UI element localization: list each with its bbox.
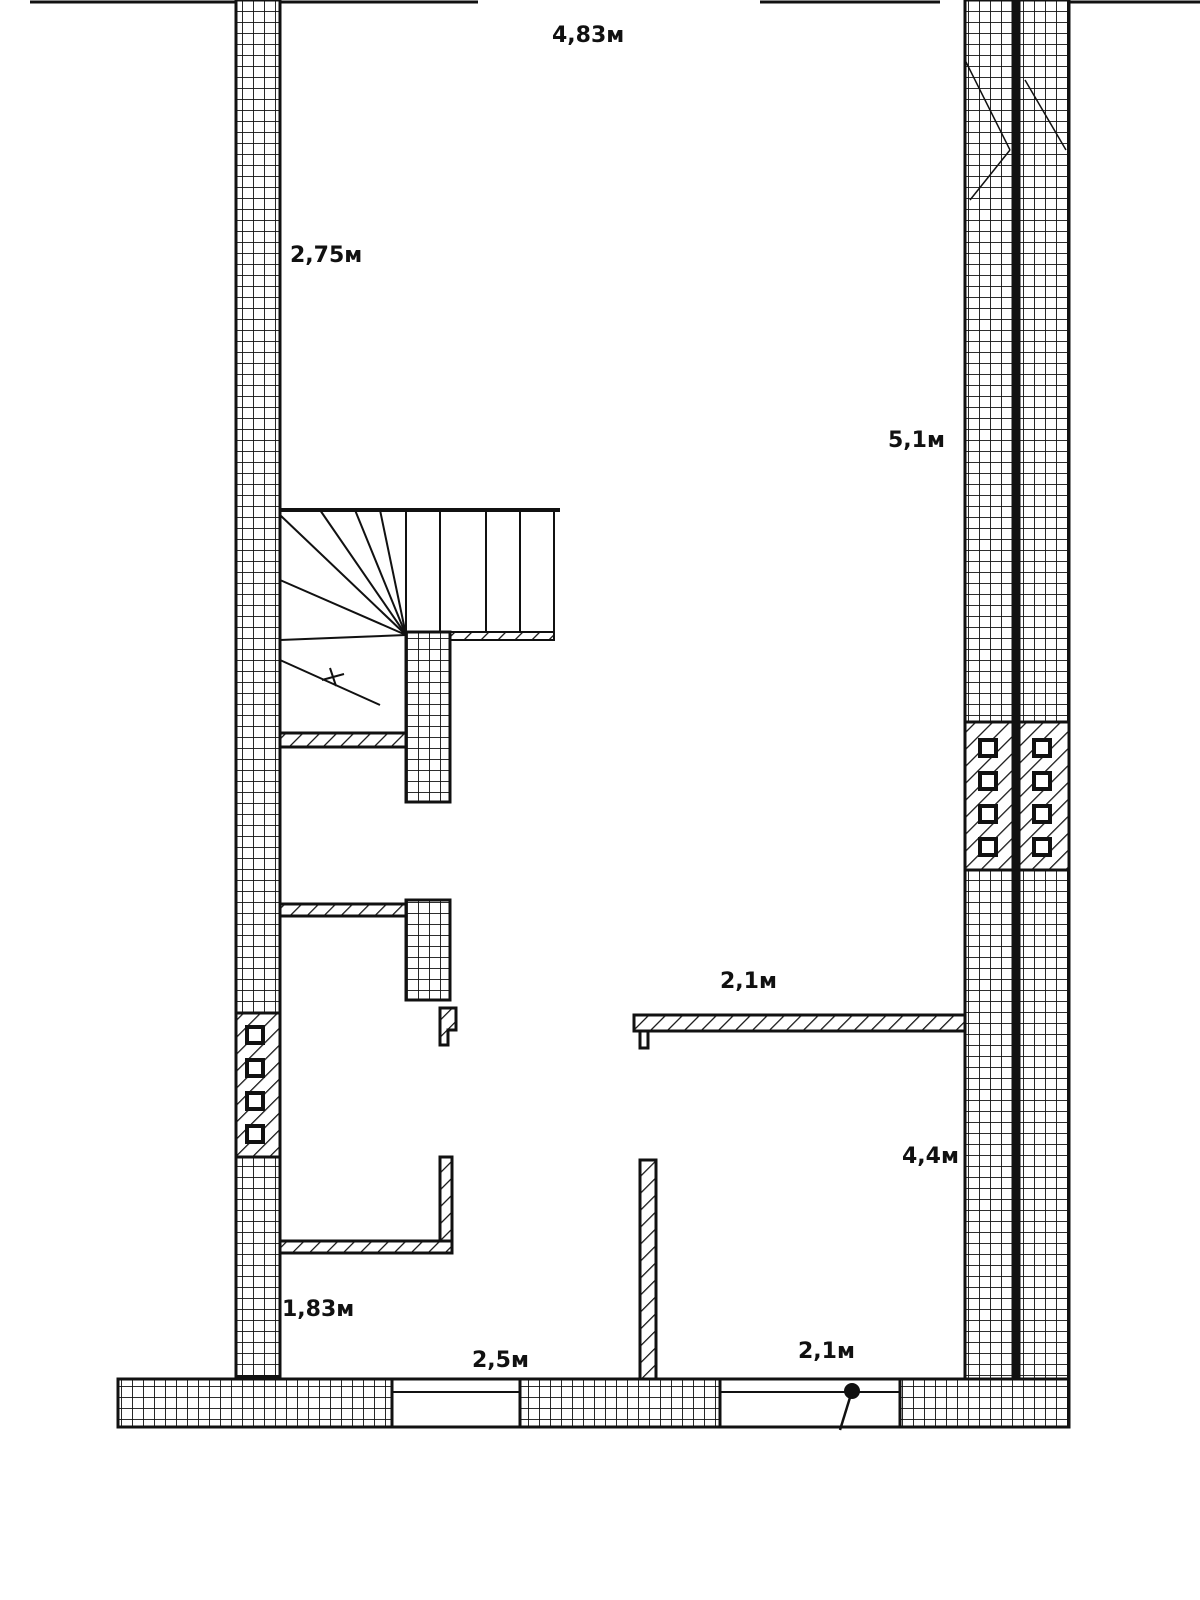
partition-right-room-top — [632, 1013, 967, 1033]
right-exterior-wall — [963, 0, 1071, 1429]
stair-landing-wall — [439, 631, 555, 641]
left-wall-vent-blocks — [245, 1025, 265, 1144]
dimension-right-upper-height: 5,1м — [888, 428, 945, 453]
partition-lower-vertical-left — [438, 1155, 454, 1254]
dimension-bottom-left-width: 2,5м — [472, 1348, 529, 1373]
left-exterior-wall — [234, 0, 282, 1379]
partition-lower-vertical-right — [638, 1158, 658, 1381]
right-wall-cross-marks — [964, 59, 1067, 201]
window-opening-left — [390, 1377, 522, 1429]
stair-base-wall — [278, 731, 408, 749]
dimension-right-lower-height: 4,4м — [902, 1144, 959, 1169]
dimension-partition-width: 2,1м — [720, 969, 777, 994]
partition-middle-left — [278, 902, 408, 918]
door-swing-line — [838, 1390, 854, 1431]
partition-doorjamb-left — [438, 1006, 458, 1047]
partition-middle-column — [404, 898, 452, 1002]
right-wall-vent-blocks — [978, 738, 1052, 857]
stair-column — [404, 630, 452, 804]
dimension-left-bottom-height: 1,83м — [282, 1297, 354, 1322]
dimension-top-width: 4,83м — [552, 23, 624, 48]
staircase — [278, 508, 560, 750]
door-opening-right — [718, 1377, 902, 1429]
dimension-bottom-right-width: 2,1м — [798, 1339, 855, 1364]
bottom-exterior-wall — [116, 1377, 1071, 1429]
partition-lower-horizontal-left — [278, 1239, 454, 1255]
dimension-left-upper-height: 2,75м — [290, 243, 362, 268]
